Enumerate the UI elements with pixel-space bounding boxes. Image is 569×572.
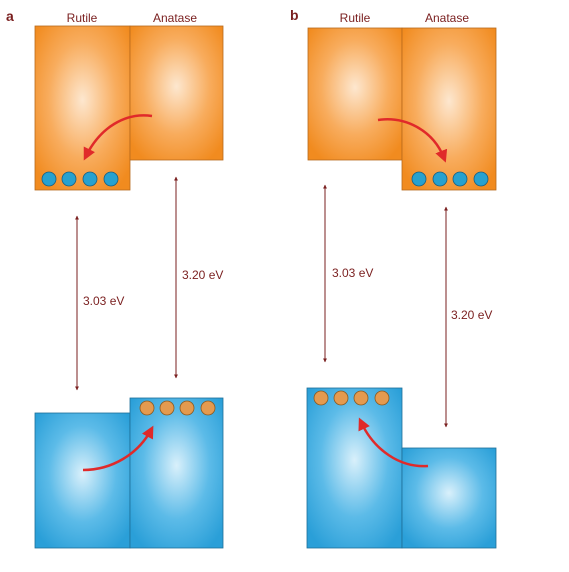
hole: [353, 390, 369, 406]
electron: [61, 171, 77, 187]
panel-a-anatase-header: Anatase: [153, 11, 197, 25]
panel-a-label: a: [6, 8, 14, 24]
panel-a: a Rutile Anatase 3.03 eV: [6, 8, 224, 549]
panel-a-rutile-valence-band: [34, 412, 131, 549]
panel-b-hole-transfer-arrow: [358, 417, 429, 468]
panel-a-anatase-gap-label: 3.20 eV: [182, 268, 223, 282]
panel-b-rutile-gap-label: 3.03 eV: [332, 266, 373, 280]
panel-a-hole-transfer-arrow: [82, 425, 154, 472]
hole: [159, 400, 175, 416]
electron: [473, 171, 489, 187]
electron: [452, 171, 468, 187]
panel-a-rutile-header: Rutile: [67, 11, 98, 25]
hole: [313, 390, 329, 406]
hole: [179, 400, 195, 416]
electron: [432, 171, 448, 187]
electron: [41, 171, 57, 187]
panel-a-rutile-conduction-band: [34, 25, 131, 191]
hole: [374, 390, 390, 406]
panel-b-anatase-header: Anatase: [425, 11, 469, 25]
panel-b-rutile-header: Rutile: [340, 11, 371, 25]
panel-b: b Rutile Anatase 3.03 eV: [290, 7, 497, 549]
panel-a-holes: [139, 400, 216, 416]
panel-b-anatase-valence-band: [401, 447, 497, 549]
hole: [333, 390, 349, 406]
panel-a-electron-transfer-arrow: [83, 114, 153, 161]
panel-b-electron-transfer-arrow: [377, 118, 448, 163]
panel-a-anatase-valence-band: [129, 397, 224, 549]
electron: [103, 171, 119, 187]
panel-b-label: b: [290, 7, 299, 23]
panel-a-electrons: [41, 171, 119, 187]
panel-b-anatase-conduction-band: [401, 27, 497, 191]
panel-b-rutile-conduction-band: [307, 27, 403, 161]
electron: [82, 171, 98, 187]
panel-a-rutile-gap-label: 3.03 eV: [83, 294, 124, 308]
panel-b-rutile-valence-band: [306, 387, 403, 549]
panel-a-anatase-conduction-band: [129, 25, 224, 161]
hole: [200, 400, 216, 416]
panel-b-holes: [313, 390, 390, 406]
panel-b-anatase-gap-label: 3.20 eV: [451, 308, 492, 322]
hole: [139, 400, 155, 416]
electron: [411, 171, 427, 187]
panel-b-electrons: [411, 171, 489, 187]
